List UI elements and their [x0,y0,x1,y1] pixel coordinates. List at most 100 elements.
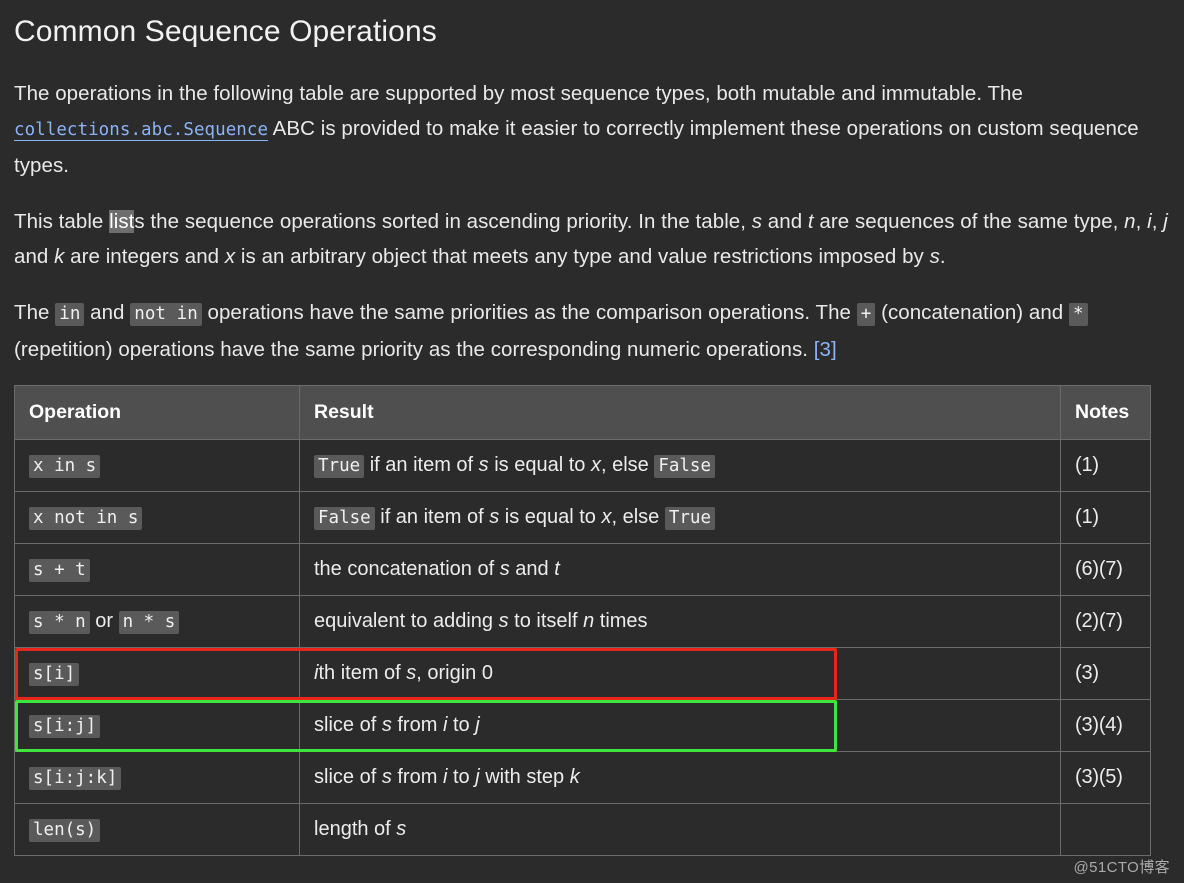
result-6-text-2: from [391,766,443,788]
operation-3-code-2: n * s [118,611,180,634]
paragraph-priorities: The in and not in operations have the sa… [14,295,1168,367]
collections-abc-sequence-link[interactable]: collections.abc.Sequence [14,117,269,141]
result-5-text-0: slice of [314,714,382,736]
p3-seg2: and [84,301,131,324]
paragraph-intro: The operations in the following table ar… [14,76,1168,183]
p2-seg2: s the sequence operations sorted in asce… [134,210,752,233]
result-3-var-3: n [583,610,595,632]
cell-result: slice of s from i to j with step k [299,751,1061,804]
paragraph-intro-seg2: ABC is provided to make it easier to cor… [14,117,1139,177]
cell-notes: (6)(7) [1060,543,1151,596]
p2-seg9: is an arbitrary object that meets any ty… [235,245,930,268]
p2-seg8: are integers and [64,245,225,268]
column-header-notes: Notes [1060,385,1151,440]
result-0-text-1: if an item of [364,454,479,476]
operation-6-code-0: s[i:j:k] [29,767,122,790]
cell-notes: (3) [1060,647,1151,700]
footnote-3-link[interactable]: [3] [813,338,837,361]
cell-operation: s[i:j:k] [14,751,300,804]
result-2-text-2: and [509,558,555,580]
result-0-code-0: True [314,455,365,478]
p3-seg1: The [14,301,56,324]
result-6-var-5: j [475,766,480,788]
result-2-var-3: t [554,558,560,580]
cell-notes: (2)(7) [1060,595,1151,648]
result-2-text-0: the concatenation of [314,558,500,580]
column-header-operation: Operation [14,385,300,440]
operation-1-code-0: x not in s [29,507,143,530]
result-0-code-6: False [654,455,715,478]
result-2-var-1: s [499,558,510,580]
cell-result: ith item of s, origin 0 [299,647,1061,700]
result-6-text-0: slice of [314,766,382,788]
var-k: k [54,245,65,268]
var-s2: s [929,245,940,268]
cell-operation: s[i] [14,647,300,700]
table-row: x not in s False if an item of s is equal… [14,491,1151,544]
p2-seg1: This table [14,210,110,233]
p3-seg5: (repetition) operations have the same pr… [14,338,814,361]
p2-seg4: are sequences of the same type, [813,210,1125,233]
cell-operation: x not in s [14,491,300,544]
document-body: Common Sequence Operations The operation… [14,15,1168,856]
result-1-code-0: False [314,507,375,530]
var-j: j [1163,210,1168,233]
var-x: x [224,245,236,268]
code-plus: + [856,303,876,326]
cell-notes: (1) [1060,439,1151,492]
result-1-var-2: s [489,506,500,528]
result-5-text-4: to [447,714,476,736]
code-not-in: not in [130,303,202,326]
result-5-var-3: i [442,714,448,736]
cell-result: length of s [299,803,1061,856]
table-row: len(s)length of s [14,803,1151,856]
cell-operation: s[i:j] [14,699,300,752]
operation-3-code-0: s * n [29,611,90,634]
table-row: s[i] ith item of s, origin 0(3) [14,647,1151,700]
var-s: s [751,210,763,233]
result-1-text-1: if an item of [374,506,490,528]
result-1-code-6: True [664,507,715,530]
result-5-var-1: s [381,714,392,736]
result-0-var-2: s [478,454,489,476]
result-1-text-3: is equal to [499,506,602,528]
p2-seg7: and [14,245,55,268]
result-6-var-1: s [381,766,392,788]
p2-seg3: and [762,210,808,233]
cell-result: True if an item of s is equal to x, else… [299,439,1061,492]
result-3-text-0: equivalent to adding [314,610,499,632]
selected-text-highlight: list [109,210,135,233]
result-4-var-2: s [406,662,417,684]
p2-seg6: , [1151,210,1164,233]
result-5-text-2: from [391,714,443,736]
cell-result: slice of s from i to j [299,699,1061,752]
result-6-var-7: k [569,766,580,788]
result-6-var-3: i [442,766,448,788]
result-1-text-5: , else [611,506,665,528]
paragraph-table-desc: This table lists the sequence operations… [14,204,1168,274]
cell-notes: (3)(4) [1060,699,1151,752]
cell-operation: len(s) [14,803,300,856]
result-0-text-3: is equal to [488,454,591,476]
page-title: Common Sequence Operations [14,15,437,48]
cell-operation: s + t [14,543,300,596]
result-7-text-0: length of [314,818,397,840]
result-5-var-5: j [475,714,480,736]
p2-seg10: . [939,245,946,268]
result-6-text-6: with step [479,766,570,788]
table-row: s + t the concatenation of s and t (6)(7) [14,543,1151,596]
paragraph-intro-seg1: The operations in the following table ar… [14,82,1023,105]
result-0-text-5: , else [600,454,655,476]
result-4-text-1: th item of [318,662,407,684]
column-header-result: Result [299,385,1061,440]
p3-seg3: operations have the same priorities as t… [201,301,857,324]
operation-4-code-0: s[i] [29,663,80,686]
code-asterisk: * [1069,303,1088,326]
operation-5-code-0: s[i:j] [29,715,101,738]
operation-2-code-0: s + t [29,559,90,582]
cell-operation: x in s [14,439,300,492]
operation-3-text-1: or [89,610,119,632]
